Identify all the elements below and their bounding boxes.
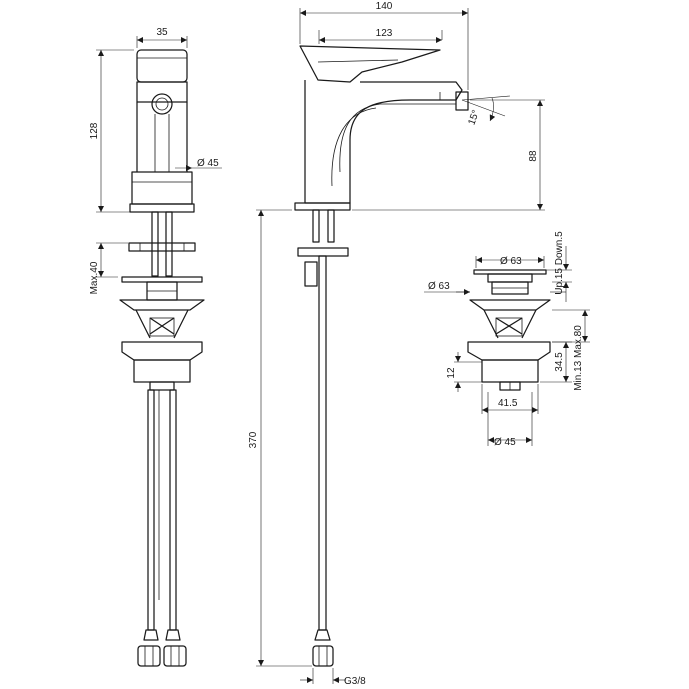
- dim-thread: G3/8: [344, 676, 366, 687]
- front-plug: [121, 276, 203, 283]
- front-view: 35 128 Ø 45 Max.40: [89, 27, 222, 667]
- front-waste: [121, 341, 203, 361]
- dim-overall-length: 140: [376, 1, 393, 12]
- front-hose-right: [169, 389, 177, 631]
- dim-handle-width: 35: [156, 27, 168, 38]
- front-cap: [136, 81, 188, 103]
- front-body: [136, 102, 188, 172]
- dim-plug-travel: Up.15 Down.5: [554, 231, 565, 295]
- side-lever: [299, 45, 441, 83]
- dim-deck-thickness: Max.40: [89, 261, 100, 294]
- dim-detail-deck-thickness: Min.13 Max.80: [573, 325, 584, 391]
- front-fixing-nut: [128, 242, 196, 252]
- side-view: 140 123 15° 88 370 G3/8: [248, 1, 545, 687]
- side-body: [304, 80, 463, 204]
- dim-base-diameter: Ø 45: [197, 158, 219, 169]
- detail-plug-cap: [473, 269, 547, 275]
- front-fitting-left: [137, 645, 161, 667]
- dim-spout-height: 88: [528, 150, 539, 162]
- front-knob: [151, 93, 173, 115]
- dim-body-height: 128: [89, 122, 100, 139]
- dim-outlet-diameter: Ø 45: [494, 437, 516, 448]
- dim-nut-width: 41.5: [498, 398, 518, 409]
- detail-body: [467, 341, 551, 361]
- front-handle: [136, 49, 188, 83]
- dim-detail-body-height: 34.5: [554, 352, 565, 372]
- dim-flange-diameter: Ø 63: [428, 281, 450, 292]
- dim-plug-diameter: Ø 63: [500, 256, 522, 267]
- side-hose: [318, 255, 327, 631]
- side-nozzle: [455, 91, 469, 111]
- dim-hose-length: 370: [248, 431, 259, 448]
- side-base: [294, 202, 351, 211]
- dim-spout-angle: 15°: [466, 109, 482, 127]
- front-fitting-right: [163, 645, 187, 667]
- dim-spout-reach: 123: [376, 28, 393, 39]
- dim-thread-length: 12: [446, 367, 457, 379]
- waste-detail: Ø 63 Ø 63 Up.15 Down.5 12 41.5 34.5 Min.…: [424, 231, 590, 448]
- detail-flange: [469, 299, 551, 311]
- front-hose-left: [147, 389, 155, 631]
- side-fixing-nut: [297, 247, 349, 257]
- front-base: [131, 171, 193, 205]
- side-fitting: [312, 645, 334, 667]
